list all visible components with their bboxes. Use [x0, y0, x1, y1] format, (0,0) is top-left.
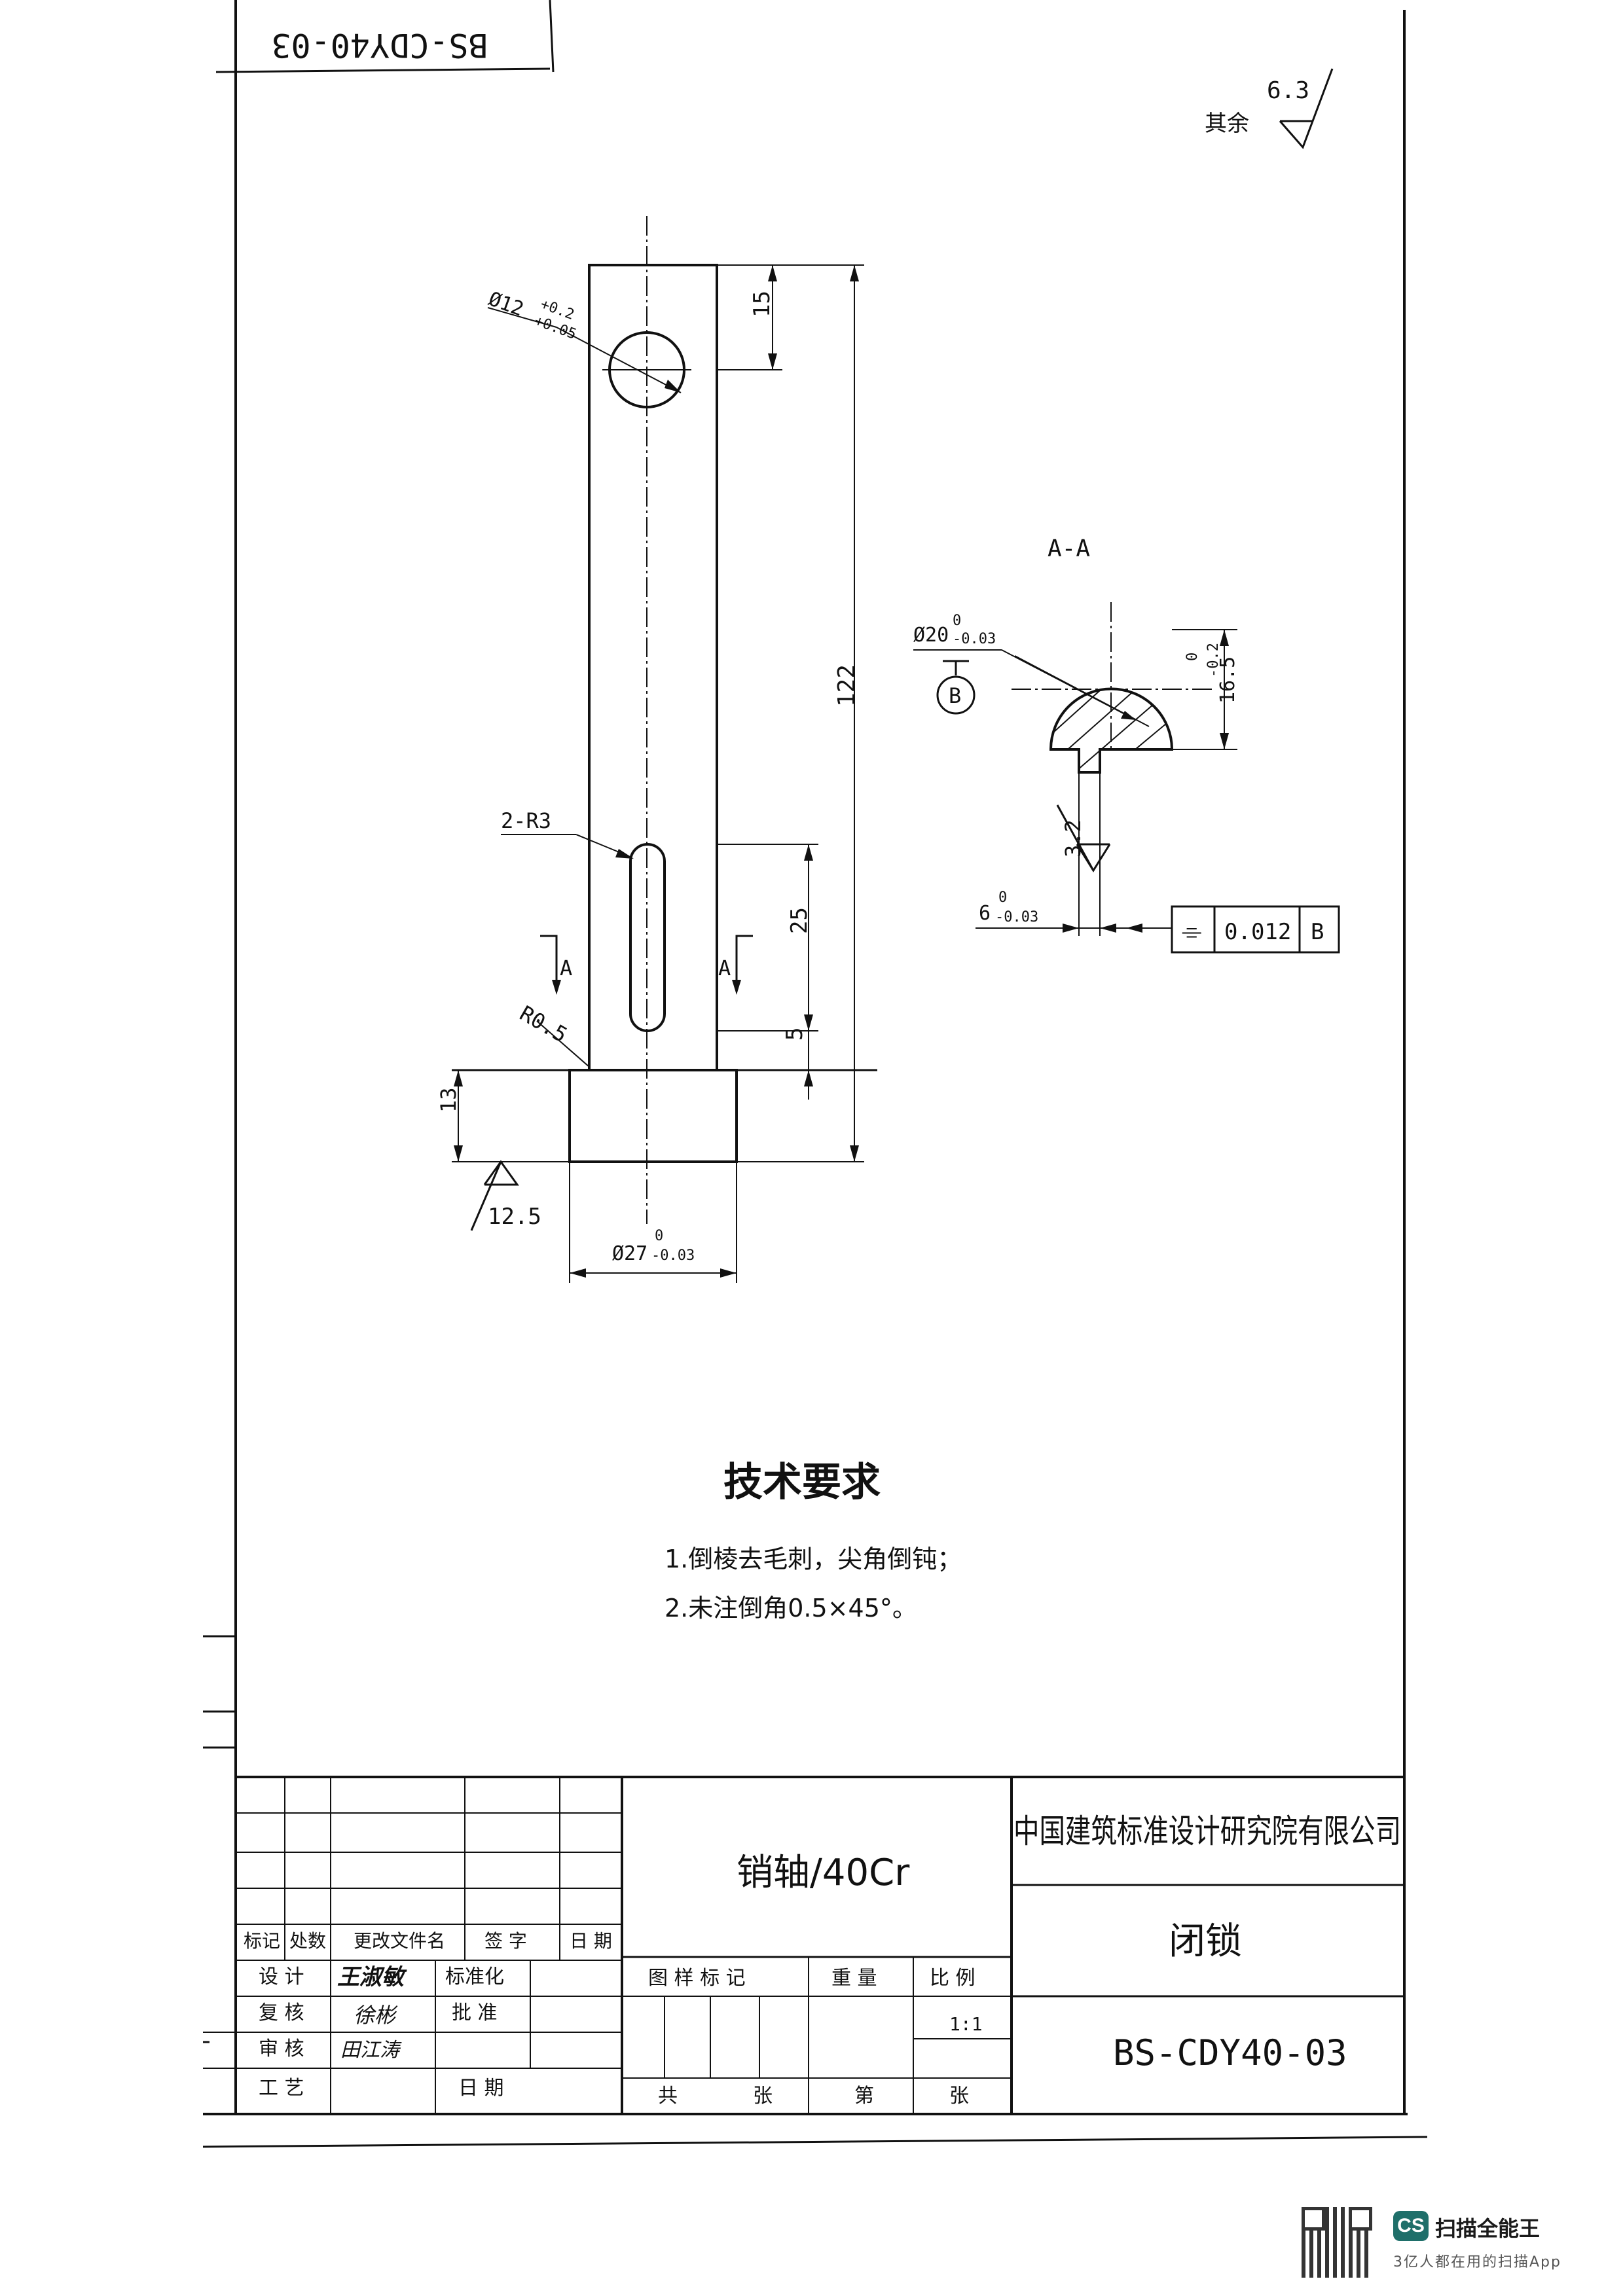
pin-front-view: 15 122 25 5 Ø12 +0.2 +0.05 2-R3 [436, 216, 877, 1283]
dim-slot-length: 25 [786, 907, 812, 934]
dim-shaft-dia: Ø20 [913, 624, 949, 647]
dim-flat: 16.5 [1216, 656, 1239, 704]
slot [629, 843, 666, 1032]
company-name: 中国建筑标准设计研究院有限公司 [1013, 1812, 1401, 1850]
role-label: 复 核 [259, 2001, 304, 2024]
section-a-a: A-A Ø20 0 -0.03 [913, 535, 1340, 954]
section-mark-left: A [560, 956, 572, 980]
dim-head-tol-lower: -0.03 [651, 1247, 695, 1264]
dim-head-tol-upper: 0 [655, 1228, 663, 1244]
role-label: 工 艺 [259, 2077, 304, 2100]
dim-hole-dia: Ø12 [485, 287, 526, 321]
slot-roughness: 3.2 [1061, 819, 1085, 857]
section-title: A-A [1048, 535, 1090, 562]
corner-drawing-number: BS-CDY40-03 [271, 26, 488, 64]
dim-head-dia: Ø27 [612, 1242, 647, 1265]
qr-code-icon [1302, 2207, 1372, 2278]
rev-header: 标记 [244, 1930, 280, 1952]
symmetry-tolerance: 0.012 [1224, 919, 1291, 945]
sheet-footer: 张 [753, 2085, 773, 2108]
role-label-right: 批 准 [452, 2001, 498, 2024]
roughness-prefix: 其余 [1205, 111, 1249, 137]
rev-header: 日 期 [570, 1930, 612, 1952]
signature: 田江涛 [340, 2039, 402, 2062]
datum-b: B [936, 660, 976, 715]
sheet-footer: 第 [854, 2085, 874, 2108]
technical-requirements: 技术要求 1.倒棱去毛刺，尖角倒钝； 2.未注倒角0.5×45°。 [665, 1460, 962, 1623]
drawing-frame [202, 0, 1428, 2148]
sheet-footer: 张 [949, 2085, 969, 2108]
sheet-footer: 共 [658, 2085, 678, 2108]
dim-slot-width-tol-lower: -0.03 [995, 909, 1038, 925]
role-label-right: 日 期 [458, 2077, 504, 2100]
dim-flat-tol-lower: -0.2 [1205, 643, 1222, 677]
dim-slot-width: 6 [979, 902, 991, 925]
dim-slot-width-tol-upper: 0 [998, 889, 1007, 906]
app-tagline: 3亿人都在用的扫描App [1393, 2254, 1561, 2270]
role-label: 审 核 [259, 2037, 304, 2060]
rev-header: 处数 [289, 1930, 326, 1952]
head-roughness: 12.5 [488, 1204, 541, 1230]
app-name: 扫描全能王 [1435, 2216, 1541, 2241]
dim-slot-radius: 2-R3 [501, 808, 551, 833]
section-marker-right: A [718, 935, 753, 995]
tech-req-item: 1.倒棱去毛刺，尖角倒钝； [665, 1545, 962, 1573]
app-logo-icon: CS [1393, 2211, 1429, 2241]
role-label-right: 标准化 [445, 1965, 504, 1988]
sheet-header: 比 例 [930, 1967, 976, 1990]
dim-fillet: R0.5 [515, 1001, 572, 1047]
title-block: 销轴/40Cr 中国建筑标准设计研究院有限公司 闭锁 BS-CDY40-03 标… [203, 1776, 1404, 2114]
general-roughness: 其余 6.3 [1205, 68, 1334, 149]
corner-number-box: BS-CDY40-03 [215, 0, 555, 73]
rev-header: 签 字 [484, 1930, 527, 1952]
part-name: 闭锁 [1169, 1920, 1242, 1963]
tech-req-item: 2.未注倒角0.5×45°。 [665, 1594, 917, 1623]
dim-shaft-tol-upper: 0 [953, 613, 961, 629]
datum-label: B [949, 683, 961, 708]
dim-shaft-tol-lower: -0.03 [953, 631, 996, 647]
symmetry-symbol: ⌯ [1182, 916, 1201, 945]
scanner-watermark: CS 扫描全能王 3亿人都在用的扫描App [1283, 2193, 1611, 2284]
tech-req-title: 技术要求 [723, 1460, 881, 1505]
dim-flat-tol-upper: 0 [1184, 653, 1201, 661]
section-marker-left: A [540, 935, 572, 995]
dim-total-length: 122 [833, 664, 860, 707]
symmetry-frame: ⌯ 0.012 B [1126, 905, 1340, 954]
sheet-header: 重 量 [831, 1967, 877, 1990]
dim-hole-offset: 15 [749, 291, 775, 317]
symmetry-datum: B [1311, 919, 1324, 945]
dim-slot-offset: 5 [782, 1028, 808, 1041]
section-mark-right: A [718, 956, 731, 980]
drawing-number: BS-CDY40-03 [1113, 2032, 1347, 2073]
rev-header: 更改文件名 [354, 1930, 445, 1952]
scale-value: 1:1 [949, 2013, 983, 2035]
signature: 王淑敏 [337, 1964, 407, 1990]
signature: 徐彬 [354, 2003, 398, 2028]
sheet-header: 图 样 标 记 [648, 1967, 746, 1990]
dim-head-height: 13 [436, 1087, 461, 1113]
roughness-value: 6.3 [1267, 77, 1309, 104]
material: 销轴/40Cr [737, 1852, 910, 1894]
role-label: 设 计 [259, 1965, 304, 1988]
